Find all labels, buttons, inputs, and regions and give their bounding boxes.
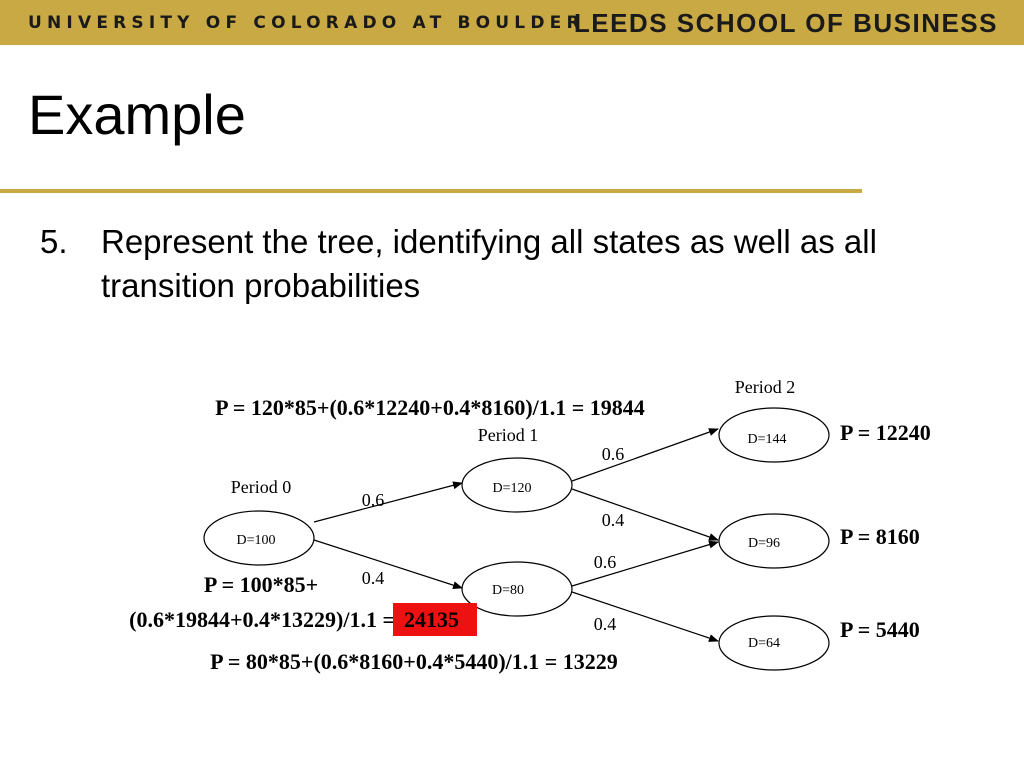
bullet-text: Represent the tree, identifying all stat… xyxy=(101,223,877,304)
node-period2-upup: D=144 xyxy=(718,407,830,463)
node-period2-middle: D=96 xyxy=(718,513,830,569)
edge-1d-to-2dd xyxy=(571,591,719,642)
prob-1u-up: 0.6 xyxy=(602,444,625,464)
school-name: LEEDS SCHOOL OF BUSINESS xyxy=(573,8,998,38)
node-label: D=100 xyxy=(236,533,275,548)
edge-0-to-1d xyxy=(313,539,463,590)
prob-0-up: 0.6 xyxy=(362,490,385,510)
node-period0: D=100 xyxy=(203,510,315,566)
slide-title: Example xyxy=(28,83,246,146)
price-middle: P = 8160 xyxy=(840,524,920,549)
period-1-label: Period 1 xyxy=(478,425,539,445)
price-period0-result: 24135 xyxy=(404,607,459,632)
highlight-box xyxy=(393,603,477,636)
edge-1u-to-2m xyxy=(571,488,719,541)
price-period1-up: P = 120*85+(0.6*12240+0.4*8160)/1.1 = 19… xyxy=(215,395,645,420)
period-2-label: Period 2 xyxy=(735,377,796,397)
title-divider xyxy=(0,189,862,193)
node-label: D=120 xyxy=(492,481,531,496)
edge-1d-to-2m xyxy=(571,540,719,587)
prob-1d-down: 0.4 xyxy=(594,614,617,634)
price-period0-line1: P = 100*85+ xyxy=(204,572,318,597)
prob-1u-down: 0.4 xyxy=(602,510,625,530)
bullet-number: 5. xyxy=(40,223,68,260)
price-downdown: P = 5440 xyxy=(840,617,920,642)
edge-0-to-1u xyxy=(313,481,463,523)
prob-1d-up: 0.6 xyxy=(594,552,617,572)
price-upup: P = 12240 xyxy=(840,420,931,445)
header-banner: UNIVERSITY OF COLORADO AT BOULDER LEEDS … xyxy=(0,0,1024,45)
prob-0-down: 0.4 xyxy=(362,568,385,588)
node-label: D=80 xyxy=(492,583,524,598)
price-period1-down: P = 80*85+(0.6*8160+0.4*5440)/1.1 = 1322… xyxy=(210,649,618,674)
node-period1-up: D=120 xyxy=(461,457,573,513)
node-period2-downdown: D=64 xyxy=(718,615,830,671)
node-label: D=96 xyxy=(748,536,780,551)
university-name: UNIVERSITY OF COLORADO AT BOULDER xyxy=(28,13,585,33)
node-period1-down: D=80 xyxy=(461,561,573,617)
edge-1u-to-2uu xyxy=(571,428,719,482)
period-0-label: Period 0 xyxy=(231,477,292,497)
node-label: D=64 xyxy=(748,636,780,651)
node-label: D=144 xyxy=(747,432,786,447)
price-period0-line2: (0.6*19844+0.4*13229)/1.1 = xyxy=(129,607,395,632)
